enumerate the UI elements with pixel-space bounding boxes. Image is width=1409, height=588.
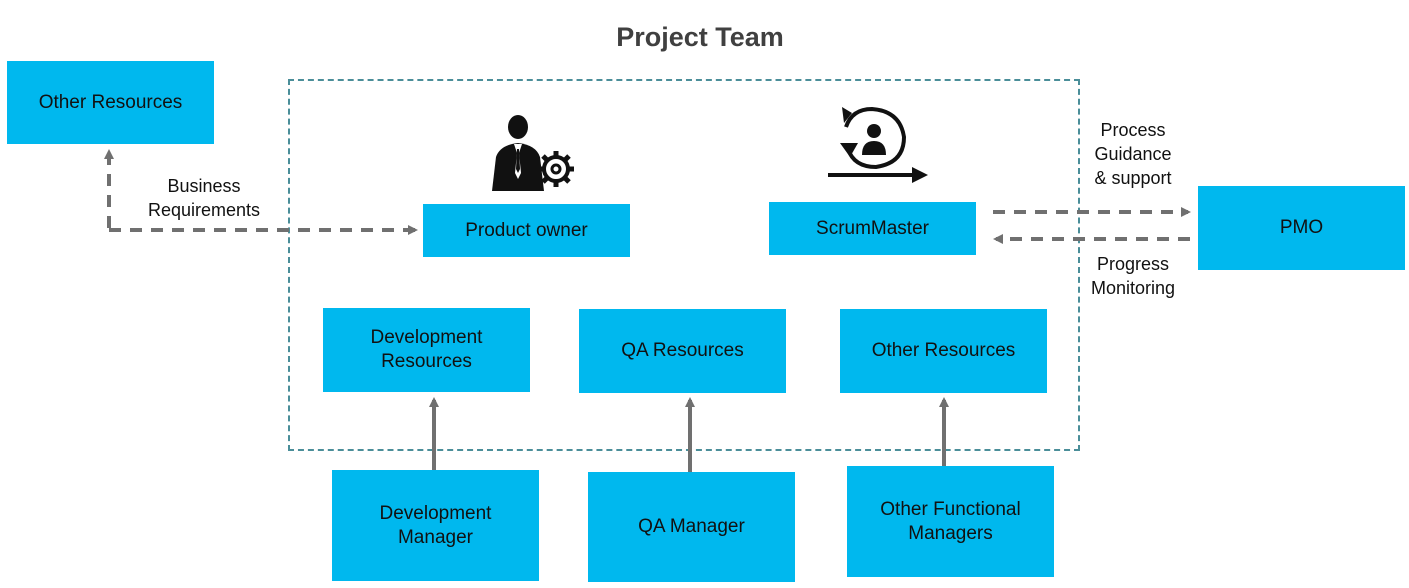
diagram-title: Project Team bbox=[616, 22, 784, 52]
other-functional-managers-box: Other Functional Managers bbox=[847, 466, 1054, 577]
project-team-boundary bbox=[288, 79, 1080, 451]
product-owner-box: Product owner bbox=[423, 204, 630, 257]
development-manager-box: Development Manager bbox=[332, 470, 539, 581]
businessman-gear-icon bbox=[492, 115, 574, 191]
product-owner-label: Product owner bbox=[465, 219, 588, 241]
business-requirements-label: Business Requirements bbox=[147, 176, 261, 220]
process-guidance-label: Process Guidance & support bbox=[1094, 120, 1172, 188]
scrummaster-label: ScrumMaster bbox=[816, 217, 929, 239]
qa-resources-box: QA Resources bbox=[579, 309, 786, 393]
other-resources-team-box: Other Resources bbox=[840, 309, 1047, 393]
qa-resources-label: QA Resources bbox=[621, 340, 744, 361]
pmo-label: PMO bbox=[1279, 217, 1324, 238]
other-resources-external-label: Other Resources bbox=[38, 91, 183, 113]
qa-manager-label: QA Manager bbox=[638, 516, 745, 537]
scrum-cycle-icon bbox=[828, 106, 928, 183]
other-resources-team-label: Other Resources bbox=[871, 340, 1016, 361]
development-resources-box: Development Resources bbox=[323, 308, 530, 392]
scrummaster-box: ScrumMaster bbox=[769, 202, 976, 255]
other-resources-external-box: Other Resources bbox=[7, 61, 214, 144]
development-manager-label: Development Manager bbox=[379, 502, 492, 548]
development-resources-label: Development Resources bbox=[370, 327, 483, 372]
qa-manager-box: QA Manager bbox=[588, 472, 795, 582]
other-functional-managers-label: Other Functional Managers bbox=[880, 498, 1021, 544]
progress-monitoring-label: Progress Monitoring bbox=[1090, 254, 1176, 298]
pmo-box: PMO bbox=[1198, 186, 1405, 270]
